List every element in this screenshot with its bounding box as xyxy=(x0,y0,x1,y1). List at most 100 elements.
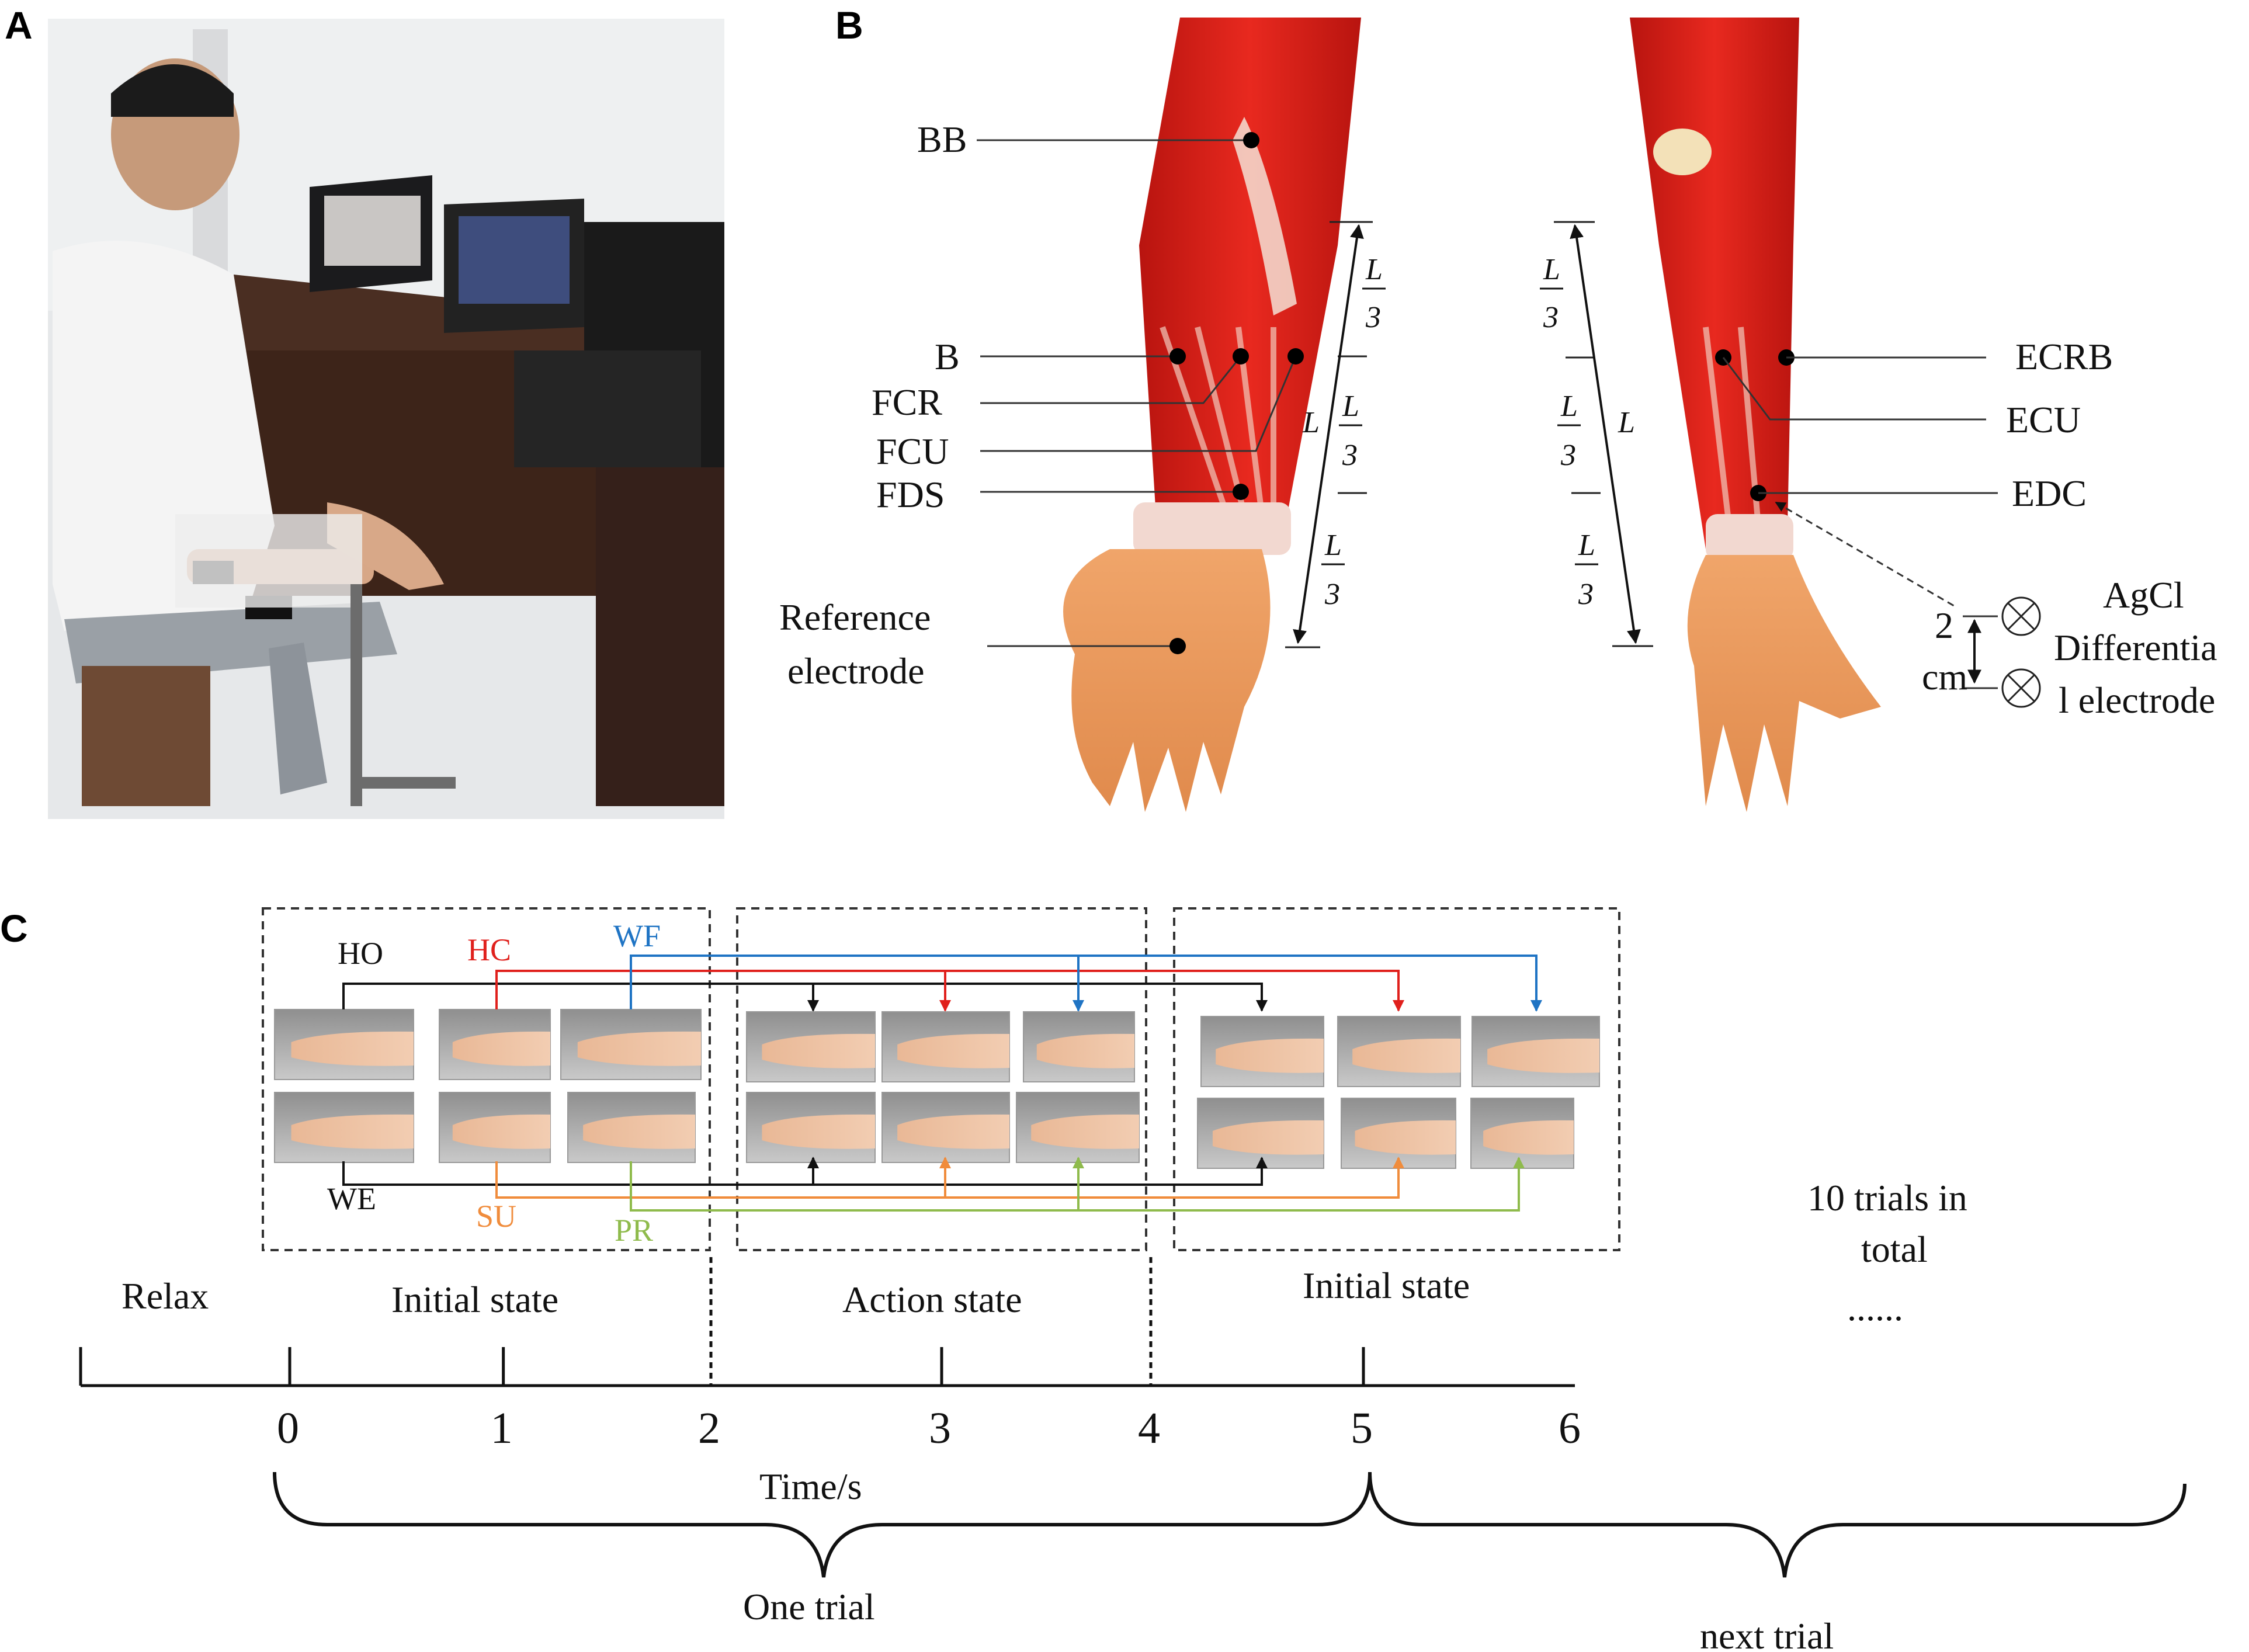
svg-text:L: L xyxy=(1324,529,1342,562)
svg-text:FCR: FCR xyxy=(872,381,942,423)
svg-text:ECRB: ECRB xyxy=(2015,336,2113,377)
third-fraction-6: L 3 xyxy=(1575,529,1598,611)
electrode-symbol-icon xyxy=(2001,596,2041,636)
time-tick-label: 4 xyxy=(1138,1404,1160,1453)
next-trial-brace xyxy=(1368,1471,2186,1578)
phase-relax: Relax xyxy=(122,1275,209,1317)
gesture-thumbnail xyxy=(1471,1016,1600,1087)
gesture-thumbnail xyxy=(746,1011,876,1082)
gesture-thumbnail xyxy=(1337,1016,1461,1087)
svg-text:L: L xyxy=(1560,390,1578,423)
action-state-box xyxy=(736,907,1147,1251)
muscle-label-fcu: FCU xyxy=(876,348,1304,472)
svg-text:3: 3 xyxy=(1365,301,1381,334)
third-fraction-2: L 3 xyxy=(1339,390,1362,472)
svg-text:B: B xyxy=(935,336,960,377)
svg-text:3: 3 xyxy=(1324,578,1340,611)
svg-text:electrode: electrode xyxy=(787,650,925,692)
svg-text:L: L xyxy=(1543,253,1560,286)
electrode-label-line3: l electrode xyxy=(2059,679,2215,721)
svg-text:L: L xyxy=(1578,529,1595,562)
time-tick-labels: 0 1 2 3 4 5 6 xyxy=(277,1404,1581,1453)
one-trial-brace xyxy=(273,1471,1372,1578)
gesture-thumbnail xyxy=(1016,1092,1140,1163)
trials-total-line2: total xyxy=(1861,1228,1928,1270)
forearm-dorsal-illustration xyxy=(1630,18,1881,812)
gesture-label-hc: HC xyxy=(467,932,511,967)
gesture-thumbnail xyxy=(1200,1016,1324,1087)
panel-label-b: B xyxy=(835,4,863,47)
gesture-thumbnail xyxy=(567,1092,696,1163)
electrode-symbol-icon xyxy=(2001,668,2041,708)
gesture-label-su: SU xyxy=(476,1199,516,1234)
svg-text:Reference: Reference xyxy=(779,596,931,638)
gesture-thumbnail xyxy=(881,1092,1010,1163)
length-symbol-back: L xyxy=(1618,406,1635,439)
svg-text:3: 3 xyxy=(1342,439,1358,472)
muscle-label-b: B xyxy=(935,336,1186,377)
svg-text:EDC: EDC xyxy=(2012,473,2087,514)
gesture-thumbnail xyxy=(439,1009,551,1080)
third-fraction-1: L 3 xyxy=(1362,253,1386,334)
gesture-thumbnail xyxy=(1023,1011,1135,1082)
third-fraction-5: L 3 xyxy=(1557,390,1581,472)
svg-text:3: 3 xyxy=(1543,301,1559,334)
svg-text:ECU: ECU xyxy=(2006,399,2081,440)
gesture-thumbnail xyxy=(746,1092,876,1163)
gesture-label-wf: WF xyxy=(613,918,661,953)
gesture-photo-grid xyxy=(274,1009,1600,1169)
third-fraction-3: L 3 xyxy=(1321,529,1345,611)
time-axis-label: Time/s xyxy=(759,1466,862,1507)
svg-text:FCU: FCU xyxy=(876,431,949,472)
time-tick-label: 2 xyxy=(698,1404,720,1453)
trials-ellipsis: ...... xyxy=(1847,1287,1903,1328)
muscle-label-bb: BB xyxy=(917,119,1259,160)
photo-subject-setup xyxy=(48,19,724,819)
time-tick-label: 0 xyxy=(277,1404,299,1453)
panel-label-c: C xyxy=(0,907,28,950)
time-tick-label: 5 xyxy=(1351,1404,1373,1453)
svg-text:3: 3 xyxy=(1578,578,1594,611)
gesture-thumbnail xyxy=(274,1009,414,1080)
muscle-label-ecrb: ECRB xyxy=(1778,336,2113,377)
time-tick-label: 3 xyxy=(929,1404,951,1453)
time-tick-label: 6 xyxy=(1559,1404,1581,1453)
svg-text:L: L xyxy=(1342,390,1359,423)
next-trial-label: next trial xyxy=(1700,1615,1834,1652)
svg-text:BB: BB xyxy=(917,119,967,160)
phase-initial-1: Initial state xyxy=(391,1279,558,1320)
electrode-label-line2: Differentia xyxy=(2054,627,2217,668)
muscle-label-fcr: FCR xyxy=(872,348,1249,423)
panel-label-a: A xyxy=(5,4,33,47)
one-trial-label: One trial xyxy=(743,1586,875,1627)
phase-initial-2: Initial state xyxy=(1303,1265,1470,1306)
svg-text:FDS: FDS xyxy=(876,474,945,515)
muscle-label-ecu: ECU xyxy=(1715,349,2081,440)
muscle-label-edc: EDC xyxy=(1750,473,2087,514)
initial-state-box-2 xyxy=(1173,907,1620,1251)
electrode-spacing-number: 2 xyxy=(1935,605,1953,646)
agcl-electrode-legend: 2 cm AgCl Differentia l electrode xyxy=(1775,501,2217,721)
gesture-thumbnail xyxy=(274,1092,414,1163)
gesture-flow-lines xyxy=(342,955,1542,1212)
gesture-label-we: WE xyxy=(327,1181,376,1216)
svg-text:L: L xyxy=(1365,253,1383,286)
trials-total-line1: 10 trials in xyxy=(1807,1177,1967,1219)
initial-state-box-1 xyxy=(262,907,711,1251)
phase-action: Action state xyxy=(842,1279,1022,1320)
gesture-label-ho: HO xyxy=(338,936,383,971)
time-tick-label: 1 xyxy=(491,1404,513,1453)
length-symbol-front: L xyxy=(1302,406,1320,439)
timeline-axis xyxy=(79,1257,1575,1387)
gesture-thumbnail xyxy=(1470,1098,1574,1169)
length-measure-back: L L 3 L 3 L 3 xyxy=(1540,221,1653,647)
gesture-thumbnail xyxy=(560,1009,702,1080)
svg-text:3: 3 xyxy=(1560,439,1576,472)
reference-electrode-label: Reference electrode xyxy=(779,596,1186,692)
gesture-thumbnail xyxy=(881,1011,1010,1082)
gesture-thumbnail xyxy=(439,1092,551,1163)
electrode-spacing-unit: cm xyxy=(1922,656,1967,697)
gesture-label-pr: PR xyxy=(615,1213,653,1248)
muscle-label-fds: FDS xyxy=(876,474,1249,515)
